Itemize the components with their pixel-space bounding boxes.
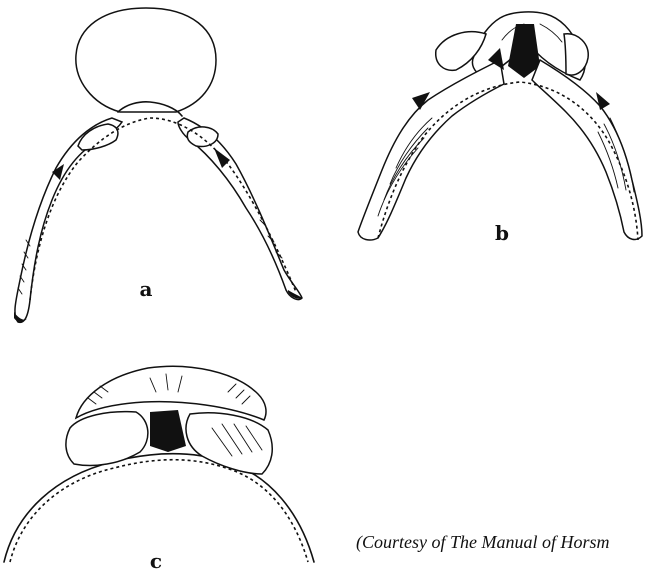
saddle-c-gullet-shadow [150, 410, 186, 452]
saddle-a-drawing [14, 8, 302, 322]
saddle-a-horse-back-line [30, 118, 296, 300]
saddle-b-right-panel [532, 60, 642, 239]
credit-caption: (Courtesy of The Manual of Horsm [356, 532, 610, 553]
label-c: c [150, 549, 162, 572]
saddle-c-right-panel [186, 413, 272, 474]
saddle-c-horse-back-outline [4, 454, 314, 562]
label-a: a [140, 277, 153, 301]
saddle-a-right-flap [187, 127, 218, 147]
saddle-c-drawing [4, 366, 314, 562]
saddle-a-left-flap [78, 124, 118, 150]
saddle-b-drawing [358, 12, 642, 240]
saddle-c-horse-back-line [10, 460, 308, 562]
label-b: b [495, 221, 509, 245]
saddle-b-left-panel [358, 60, 504, 240]
saddle-a-pommel [76, 8, 216, 112]
